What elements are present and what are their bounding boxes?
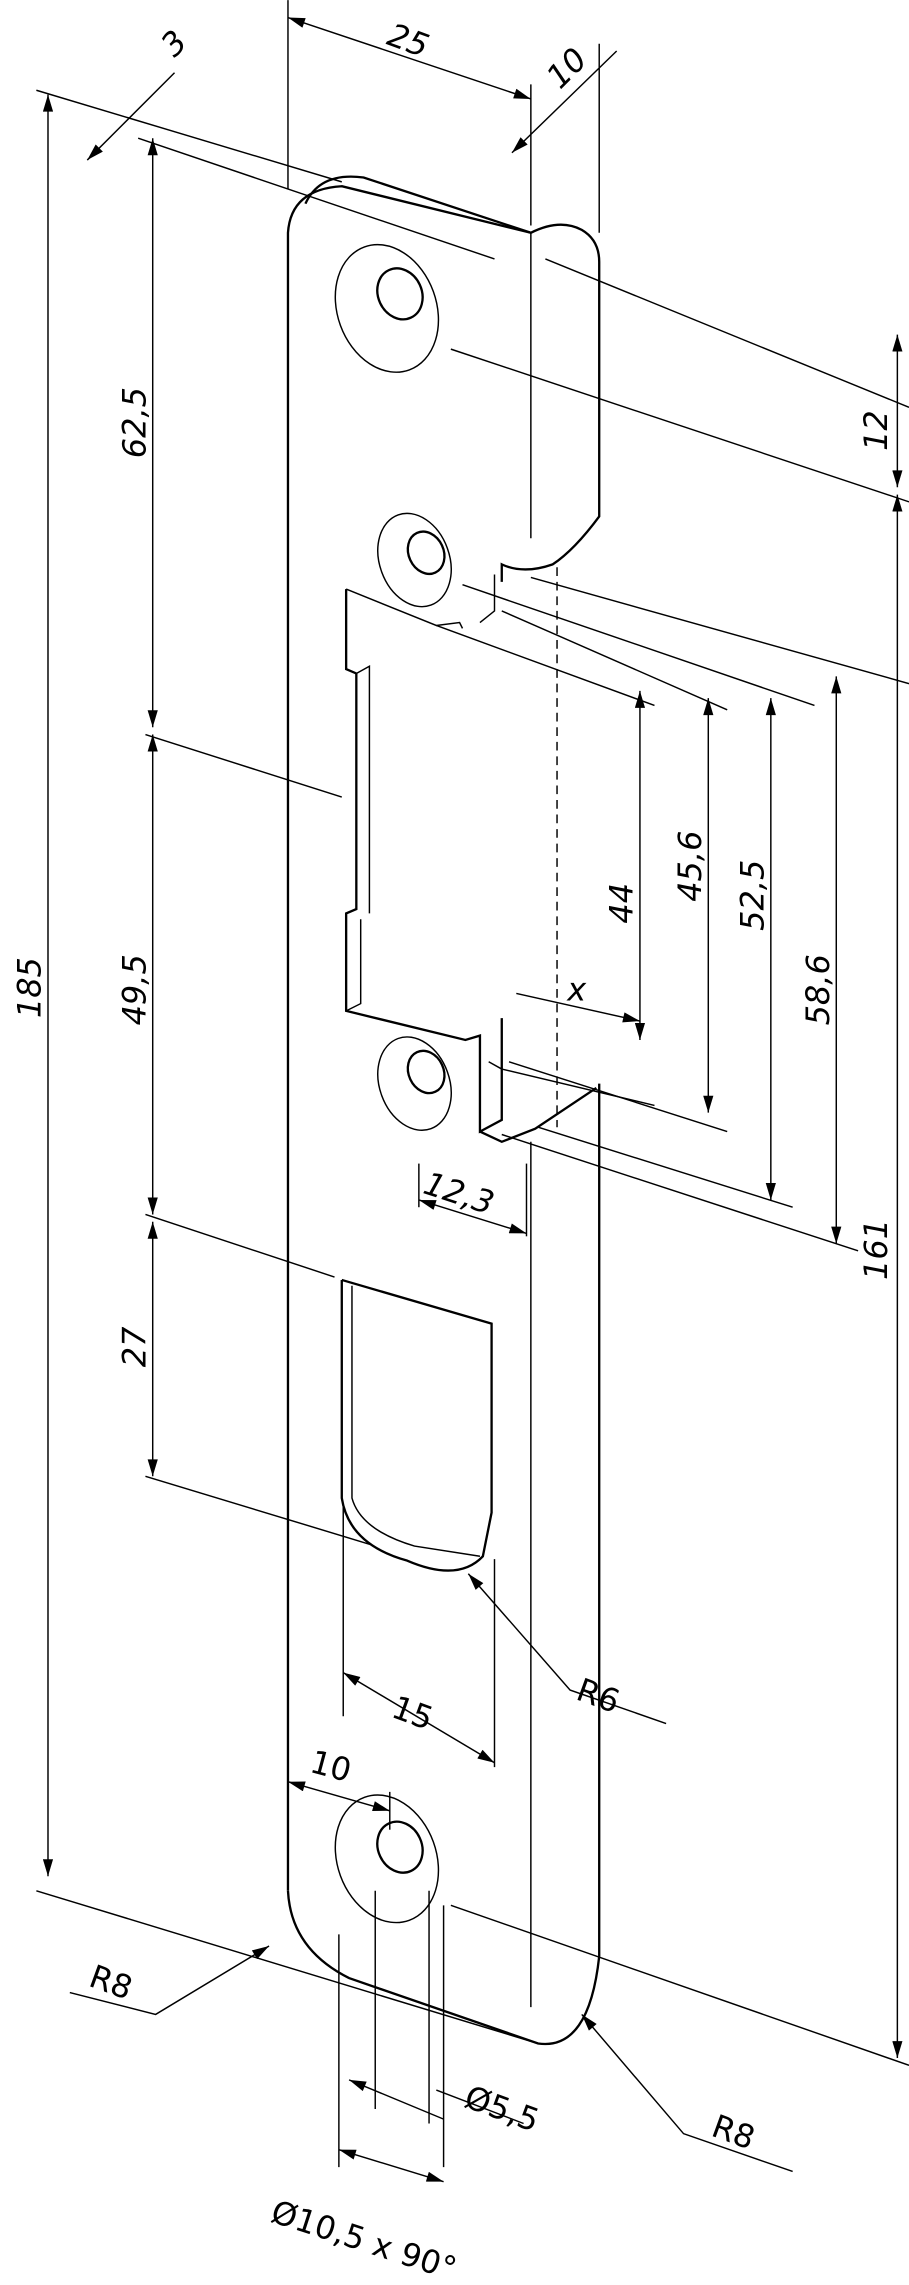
dim-45-6: 45,6: [671, 831, 709, 902]
plate-outline: [286, 175, 601, 2046]
extension-lines: [36, 0, 909, 2168]
dim-thickness: 3: [153, 23, 194, 64]
dim-slot-width: 15: [387, 1688, 438, 1738]
label-r6: R6: [572, 1671, 625, 1721]
dim-hole-offset: 10: [306, 1743, 355, 1790]
dim-lip: 10: [539, 40, 595, 96]
screw-hole-top: [334, 243, 440, 373]
screw-hole-lower: [377, 1036, 452, 1131]
dim-upper-len: 62,5: [115, 387, 153, 458]
dim-countersink: Ø10,5 x 90°: [267, 2192, 462, 2285]
label-r8-right: R8: [707, 2107, 760, 2157]
dimension-lines: [42, 16, 903, 2183]
dim-58-6: 58,6: [799, 954, 837, 1025]
screw-hole-upper: [377, 512, 452, 608]
dim-width-top: 25: [383, 16, 434, 66]
dim-slot-len: 27: [115, 1326, 153, 1367]
label-r8-left: R8: [85, 1957, 138, 2007]
dim-44: 44: [603, 883, 641, 924]
dim-hole-diameter: Ø5,5: [460, 2078, 544, 2140]
screw-hole-bottom: [334, 1794, 440, 1924]
dim-top-offset: 12: [857, 410, 895, 451]
dim-12-3: 12,3: [419, 1164, 498, 1222]
dim-x: x: [566, 971, 587, 1009]
dim-52-5: 52,5: [734, 860, 772, 931]
dim-mid-len: 49,5: [115, 954, 153, 1025]
dim-total-len: 185: [11, 957, 49, 1018]
dim-161: 161: [857, 1219, 895, 1280]
